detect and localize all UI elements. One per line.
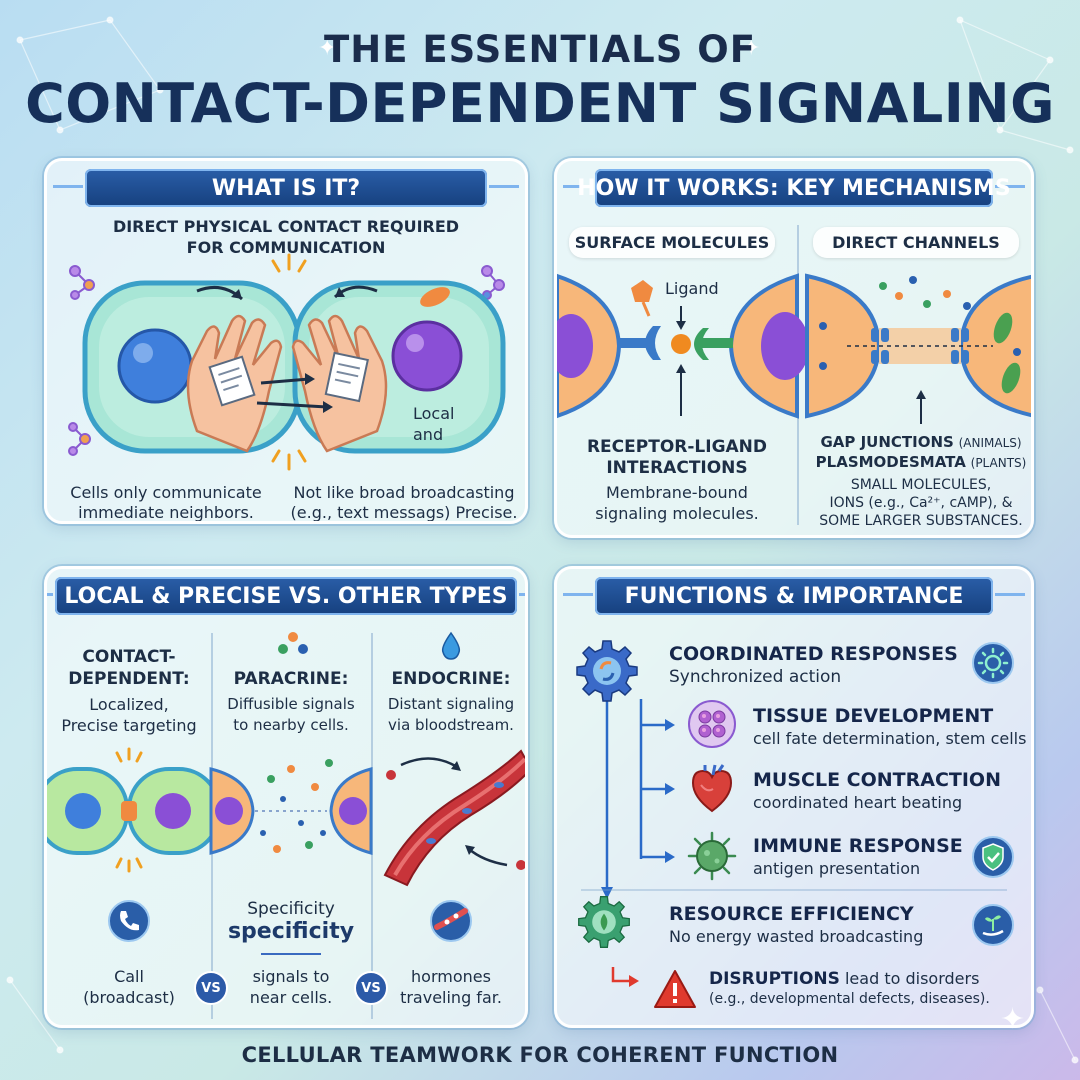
what-subtitle-1: DIRECT PHYSICAL CONTACT REQUIRED	[112, 217, 460, 236]
small-molecules-1: SMALL MOLECULES,	[850, 477, 992, 493]
contact-title-2: DEPENDENT:	[68, 669, 190, 689]
coordinated-desc: Synchronized action	[669, 667, 842, 687]
bloodstream-illustration	[383, 749, 525, 887]
panel-header-title: LOCAL & PRECISE VS. OTHER TYPES	[64, 583, 508, 609]
blood-vessel-icon	[430, 900, 472, 942]
specificity-underline	[261, 953, 321, 955]
direct-channels-pill: DIRECT CHANNELS	[813, 227, 1019, 258]
panel-header-title: HOW IT WORKS: KEY MECHANISMS	[577, 175, 1011, 201]
gap-junction-illustration	[805, 273, 1031, 424]
panel-comparison: LOCAL & PRECISE VS. OTHER TYPES CONTACT-…	[44, 566, 528, 1028]
endocrine-desc-2: via bloodstream.	[388, 716, 514, 734]
gear-icon	[576, 640, 638, 702]
muscle-title: MUSCLE CONTRACTION	[753, 769, 1001, 791]
receptor-ligand-title-2: INTERACTIONS	[606, 458, 748, 478]
caption-left-1: Cells only communicate	[70, 483, 262, 502]
contact-bottom-1: Call	[114, 967, 144, 986]
paracrine-title: PARACRINE:	[233, 669, 349, 689]
paracrine-desc-1: Diffusible signals	[227, 695, 355, 713]
sparkle-icon: ✦	[742, 36, 761, 61]
endocrine-bottom-2: traveling far.	[400, 988, 502, 1007]
small-molecules-2: IONS (e.g., Ca²⁺, cAMP), &	[829, 495, 1013, 511]
specificity-label-2: specificity	[227, 919, 355, 944]
endocrine-title: ENDOCRINE:	[391, 669, 511, 689]
footer-tagline: CELLULAR TEAMWORK FOR COHERENT FUNCTION	[241, 1043, 839, 1067]
disruptions-line: DISRUPTIONS lead to disorders	[709, 969, 979, 989]
immune-desc: antigen presentation	[753, 859, 921, 878]
disruptions-desc: (e.g., developmental defects, diseases).	[709, 991, 990, 1007]
cell-label-1: Local	[413, 404, 455, 423]
muscle-desc: coordinated heart beating	[753, 793, 963, 812]
panel-header: FUNCTIONS & IMPORTANCE	[557, 569, 1031, 625]
title-line-2: CONTACT-DEPENDENT SIGNALING	[25, 72, 1055, 135]
small-molecules-3: SOME LARGER SUBSTANCES.	[819, 513, 1023, 529]
function-flow-lines	[601, 699, 675, 987]
gap-junctions-note: (ANIMALS)	[958, 436, 1022, 450]
panel-header: HOW IT WORKS: KEY MECHANISMS	[557, 161, 1031, 217]
vs-badge: VS	[354, 971, 388, 1005]
paracrine-bottom-2: near cells.	[249, 988, 333, 1007]
contact-title-1: CONTACT-	[82, 647, 176, 667]
title-line-1: THE ESSENTIALS OF	[324, 28, 756, 71]
paracrine-illustration	[209, 759, 373, 855]
contact-desc-1: Localized,	[89, 695, 169, 714]
receptor-ligand-illustration	[557, 273, 809, 419]
endocrine-bottom-1: hormones	[411, 967, 491, 986]
specificity-label-1: Specificity	[247, 899, 335, 919]
green-gear-icon	[578, 896, 630, 948]
caption-right-2: (e.g., text messags) Precise.	[290, 503, 518, 522]
stem-cells-icon	[688, 700, 736, 748]
ligand-label: Ligand	[665, 279, 719, 298]
endocrine-desc-1: Distant signaling	[387, 695, 515, 713]
plant-hand-badge-icon	[972, 904, 1014, 946]
panel-header: WHAT IS IT?	[47, 161, 525, 217]
surface-molecules-pill: SURFACE MOLECULES	[569, 227, 775, 258]
resource-desc: No energy wasted broadcasting	[669, 927, 924, 946]
receptor-ligand-title-1: RECEPTOR-LIGAND	[586, 437, 768, 457]
panel-mechanisms: HOW IT WORKS: KEY MECHANISMS SURFACE MOL…	[554, 158, 1034, 538]
tissue-desc: cell fate determination, stem cells	[753, 729, 1027, 748]
panel-header: LOCAL & PRECISE VS. OTHER TYPES	[47, 569, 525, 625]
plasmodesmata-label: PLASMODESMATA	[815, 453, 966, 471]
shield-badge-icon	[972, 836, 1014, 878]
panel-header-title: FUNCTIONS & IMPORTANCE	[624, 583, 964, 609]
paracrine-bottom-1: signals to	[252, 967, 330, 986]
contact-desc-2: Precise targeting	[61, 716, 197, 735]
functions-divider	[581, 889, 1007, 891]
heart-icon	[691, 764, 733, 813]
plasmodesmata-note: (PLANTS)	[970, 456, 1027, 470]
signal-molecules-icon	[278, 632, 308, 654]
caption-right-1: Not like broad broadcasting	[293, 483, 515, 502]
gap-junctions-label: GAP JUNCTIONS	[820, 433, 954, 451]
what-subtitle-2: FOR COMMUNICATION	[186, 238, 386, 257]
gap-junctions-line: GAP JUNCTIONS (ANIMALS)	[805, 433, 1031, 451]
caption-left-2: immediate neighbors.	[78, 503, 254, 522]
disruptions-rest: lead to disorders	[839, 969, 980, 988]
panel-header-title: WHAT IS IT?	[211, 175, 361, 201]
warning-icon	[654, 970, 696, 1008]
contact-cells-illustration	[47, 747, 221, 873]
cell-label-2: and	[413, 425, 444, 444]
vs-badge: VS	[194, 971, 228, 1005]
plasmodesmata-line: PLASMODESMATA (PLANTS)	[805, 453, 1031, 471]
contact-bottom-2: (broadcast)	[83, 988, 175, 1007]
phone-icon	[108, 900, 150, 942]
virus-icon	[687, 831, 737, 881]
cells-handshake-illustration	[68, 253, 506, 471]
receptor-ligand-desc-1: Membrane-bound	[606, 483, 748, 502]
resource-title: RESOURCE EFFICIENCY	[669, 903, 914, 925]
receptor-ligand-desc-2: signaling molecules.	[595, 504, 759, 523]
tissue-title: TISSUE DEVELOPMENT	[753, 705, 994, 727]
panel-functions: FUNCTIONS & IMPORTANCE COORDINATED RESPO…	[554, 566, 1034, 1028]
immune-title: IMMUNE RESPONSE	[753, 835, 963, 857]
disruptions-label: DISRUPTIONS	[709, 969, 840, 989]
paracrine-desc-2: to nearby cells.	[233, 716, 349, 734]
sparkle-icon: ✦	[318, 36, 337, 61]
coordinated-title: COORDINATED RESPONSES	[669, 643, 958, 665]
drop-icon	[441, 631, 461, 660]
panel-what-is-it: WHAT IS IT? DIRECT PHYSICAL CONTACT REQU…	[44, 158, 528, 524]
sun-badge-icon	[972, 642, 1014, 684]
